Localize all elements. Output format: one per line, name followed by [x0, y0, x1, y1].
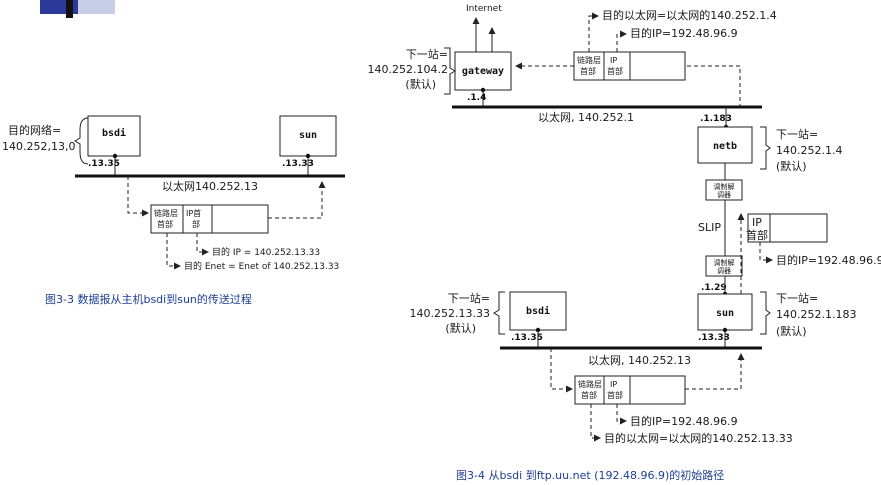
host-bsdi-box: [87, 115, 141, 157]
top-frame-link-1: 链路层: [577, 55, 601, 65]
ethernet-bottom-label: 以太网, 140.252.13: [588, 354, 691, 367]
modem-top-label-1: 调制解: [714, 182, 735, 191]
dest-ip-text: 目的 IP = 140.252.13.33: [212, 246, 320, 258]
bottom-dest-ip: 目的IP=192.48.96.9: [630, 414, 738, 428]
frame-ip-header-1: IP首: [186, 208, 201, 218]
bottom-frame-link-1: 链路层: [578, 379, 602, 389]
slip-dest-ip: 目的IP=192.48.96.9: [776, 253, 881, 267]
frame-link-header-1: 链路层: [154, 208, 178, 218]
netb-next-hop-3: (默认): [776, 160, 807, 173]
dest-network-label: 目的网络=: [8, 123, 61, 137]
slip-frame-ip-2: 首部: [746, 228, 768, 242]
modem-top: [705, 179, 743, 201]
left-diagram: 目的网络= 140.252,13,0 bsdi .13.35 sun .13.3…: [2, 115, 345, 306]
modem-bottom-label-2: 调器: [717, 266, 731, 275]
sun-next-hop-3: (默认): [776, 325, 807, 338]
frame: 链路层 首部 IP首 部: [150, 204, 269, 234]
host-sun-box: [279, 115, 337, 157]
top-frame-link-2: 首部: [580, 66, 596, 76]
netb-next-hop-1: 下一站=: [776, 127, 818, 141]
gateway-next-hop-1: 下一站=: [406, 47, 448, 61]
bsdi-next-hop-3: (默认): [445, 322, 476, 335]
top-dest-enet: 目的以太网=以太网的140.252.1.4: [602, 8, 777, 22]
bsdi-next-hop-2: 140.252.13.33: [410, 307, 490, 320]
sun-label: sun: [716, 308, 734, 319]
bottom-dest-enet: 目的以太网=以太网的140.252.13.33: [604, 431, 793, 445]
top-dest-ip: 目的IP=192.48.96.9: [630, 26, 738, 40]
bottom-frame-ip-2: 首部: [607, 390, 623, 400]
modem-bottom-label-1: 调制解: [714, 258, 735, 267]
gateway-label: gateway: [462, 66, 504, 77]
gateway-address: .1.4: [467, 93, 486, 103]
sun-next-hop-2: 140.252.1.183: [776, 308, 856, 321]
logo: [40, 0, 115, 18]
dest-enet-text: 目的 Enet = Enet of 140.252.13.33: [184, 260, 339, 272]
top-frame-ip-1: IP: [610, 56, 617, 65]
bsdi-address: .13.35: [88, 159, 120, 169]
bsdi-address: .13.35: [511, 333, 543, 343]
top-frame-ip-2: 首部: [607, 66, 623, 76]
bsdi-next-hop-1: 下一站=: [448, 291, 490, 305]
gateway-box: [454, 51, 512, 91]
modem-top-label-2: 调器: [717, 190, 731, 199]
bottom-frame-ip-1: IP: [610, 380, 617, 389]
slip-frame-ip-1: IP: [752, 216, 762, 229]
caption-left: 图3-3 数据报从主机bsdi到sun的传送过程: [45, 292, 252, 306]
ethernet-label: 以太网140.252.13: [162, 180, 258, 193]
top-frame: 链路层 首部 IP 首部: [573, 51, 686, 81]
sun-box: [697, 293, 753, 331]
dest-network-value: 140.252,13,0: [2, 140, 75, 153]
bsdi-label: bsdi: [526, 305, 550, 317]
sun-next-hop-1: 下一站=: [776, 291, 818, 305]
sun-slip-address: .1.29: [701, 283, 727, 293]
caption-right: 图3-4 从bsdi 到ftp.uu.net (192.48.96.9)的初始路…: [456, 468, 724, 482]
ethernet-top-label: 以太网, 140.252.1: [538, 111, 634, 124]
netb-box: [697, 126, 753, 164]
modem-bottom: [705, 255, 743, 277]
brace: [74, 117, 89, 165]
frame-ip-header-2: 部: [192, 219, 200, 229]
gateway-next-hop-2: 140.252.104.2: [368, 63, 448, 76]
netb-next-hop-2: 140.252.1.4: [776, 144, 842, 157]
sun-address: .13.33: [698, 333, 730, 343]
sun-address: .13.33: [282, 159, 314, 169]
slip-frame: [747, 213, 828, 243]
bottom-frame-link-2: 首部: [581, 390, 597, 400]
slip-label: SLIP: [698, 221, 721, 234]
internet-label: Internet: [466, 4, 502, 14]
netb-label: netb: [713, 141, 737, 152]
frame-link-header-2: 首部: [157, 219, 173, 229]
host-sun-label: sun: [299, 130, 317, 141]
netb-address: .1.183: [700, 114, 732, 124]
host-bsdi-label: bsdi: [102, 127, 126, 139]
gateway-next-hop-3: (默认): [405, 78, 436, 91]
right-diagram: Internet gateway 下一站= 140.252.104.2 (默认)…: [368, 4, 881, 482]
bottom-frame: 链路层 首部 IP 首部: [574, 375, 686, 405]
bsdi-box: [509, 291, 567, 331]
